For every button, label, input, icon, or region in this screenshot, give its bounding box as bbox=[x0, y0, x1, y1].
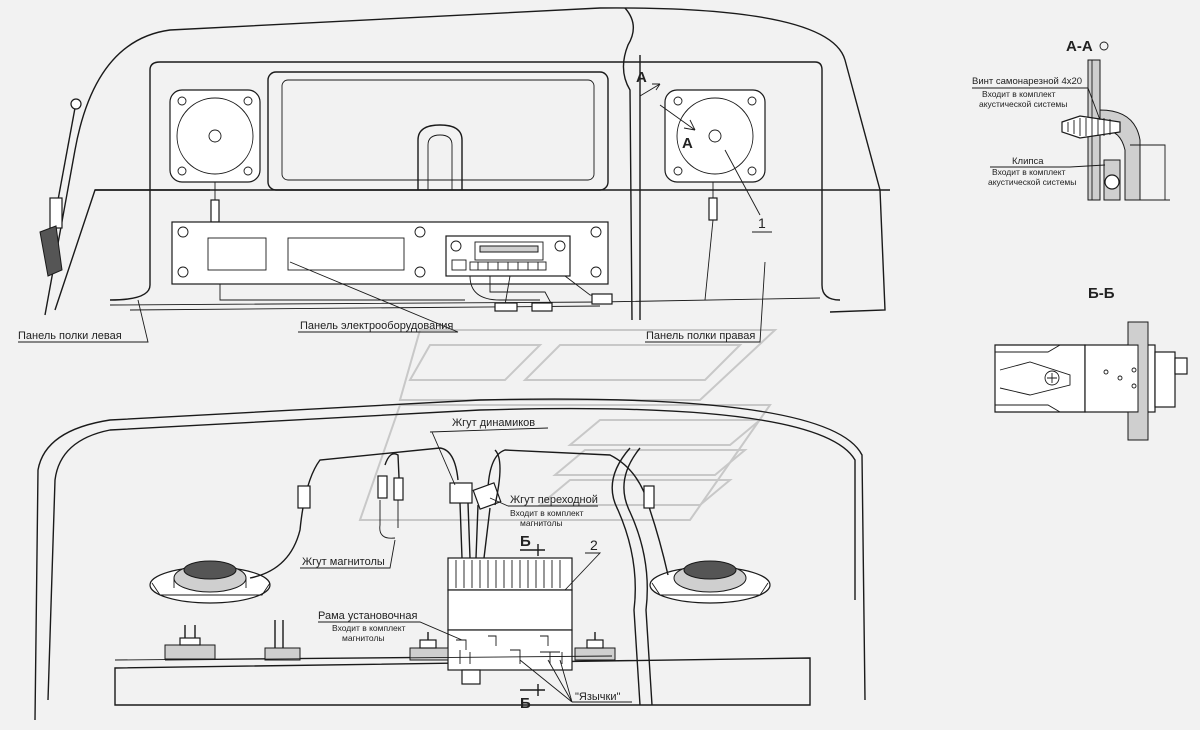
top-view-shelf bbox=[39, 7, 890, 321]
section-mark-b-bottom: Б bbox=[520, 695, 531, 712]
section-mark-b-top: Б bbox=[520, 533, 531, 550]
callout-2: 2 bbox=[590, 537, 598, 553]
section-mark-a-top: А bbox=[636, 69, 647, 86]
section-aa-detail: А-А Винт самонарезной 4х20 Входит в комп… bbox=[972, 38, 1170, 201]
label-mount-frame-note-1: Входит в комплект bbox=[332, 623, 406, 633]
label-harness-speakers: Жгут динамиков bbox=[452, 417, 535, 429]
label-harness-adapter: Жгут переходной bbox=[510, 494, 598, 506]
label-panel-left: Панель полки левая bbox=[18, 330, 122, 342]
mount-studs bbox=[164, 620, 616, 661]
label-panel-right: Панель полки правая bbox=[646, 330, 755, 342]
label-mount-frame-note-2: магнитолы bbox=[342, 633, 385, 643]
speaker-right-bottom bbox=[649, 560, 771, 604]
speaker-right bbox=[659, 89, 766, 301]
section-mark-a-speaker: А bbox=[682, 135, 693, 152]
section-aa-title: А-А bbox=[1066, 38, 1093, 55]
aa-clip-note-1: Входит в комплект bbox=[992, 167, 1066, 177]
label-mount-frame: Рама установочная bbox=[318, 610, 417, 622]
electrical-panel bbox=[171, 221, 613, 312]
antenna bbox=[39, 98, 82, 277]
aa-screw-label: Винт самонарезной 4х20 bbox=[972, 76, 1082, 87]
label-tabs: "Язычки" bbox=[575, 691, 620, 703]
radio-unit bbox=[447, 557, 573, 685]
label-harness-adapter-note-1: Входит в комплект bbox=[510, 508, 584, 518]
watermark-logo bbox=[358, 329, 778, 521]
speaker-left bbox=[169, 89, 261, 226]
aa-screw-note-2: акустической системы bbox=[979, 99, 1067, 109]
speaker-left-bottom bbox=[149, 560, 271, 604]
label-panel-electrical: Панель электрооборудования bbox=[300, 320, 453, 332]
bottom-view-installation bbox=[34, 398, 866, 721]
aa-clip-note-2: акустической системы bbox=[988, 177, 1076, 187]
aa-clip-label: Клипса bbox=[1012, 156, 1044, 167]
callout-1: 1 bbox=[758, 215, 766, 231]
section-bb-detail: Б-Б bbox=[994, 285, 1188, 441]
label-harness-radio: Жгут магнитолы bbox=[302, 556, 385, 568]
label-harness-adapter-note-2: магнитолы bbox=[520, 518, 563, 528]
aa-screw-note-1: Входит в комплект bbox=[982, 89, 1056, 99]
section-bb-title: Б-Б bbox=[1088, 285, 1115, 302]
